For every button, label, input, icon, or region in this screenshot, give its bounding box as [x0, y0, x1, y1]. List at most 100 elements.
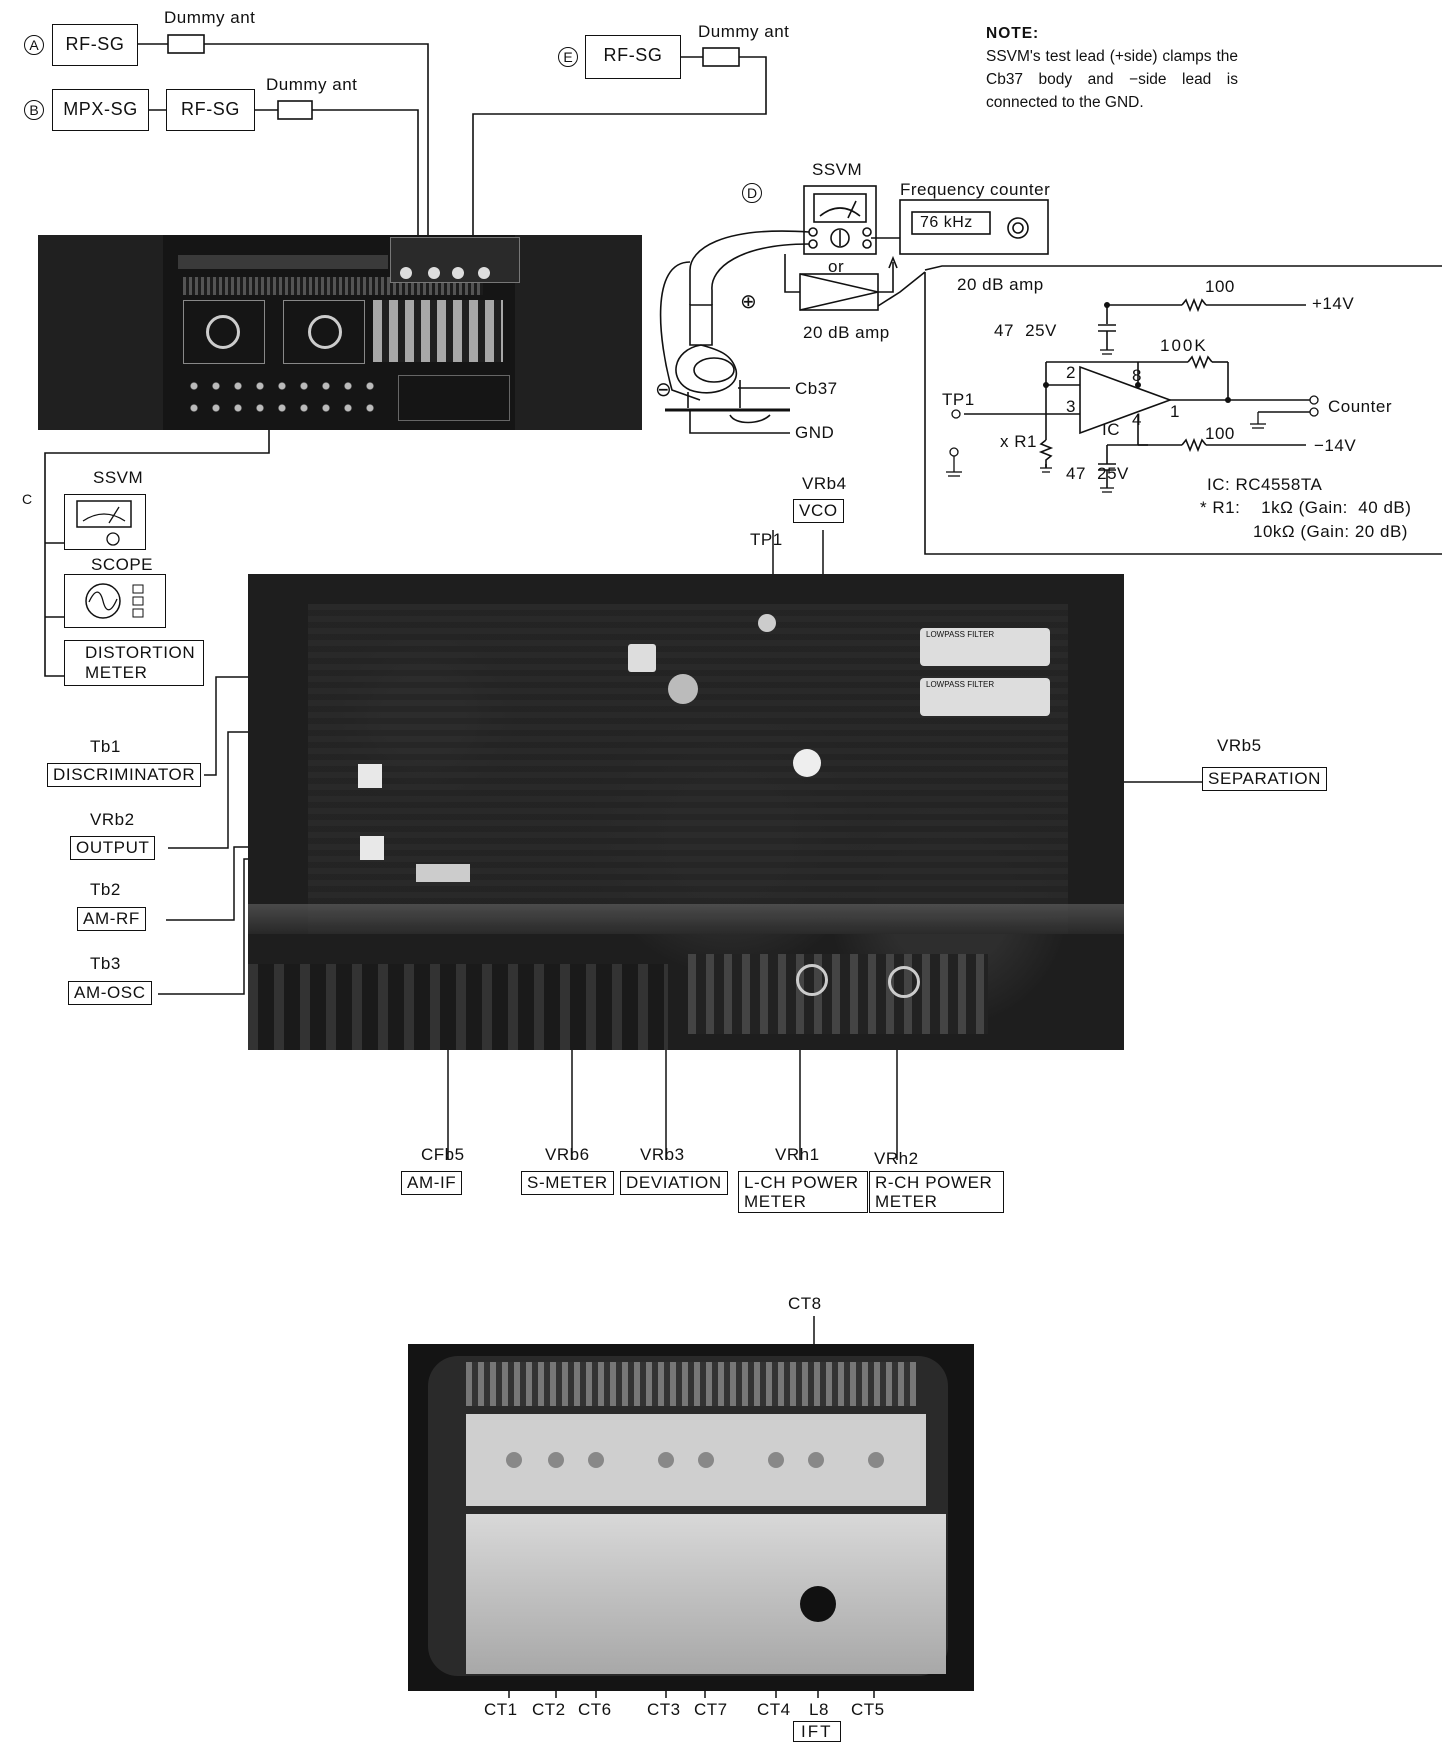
vrh1-power-meter-label: L-CH POWER METER [738, 1171, 868, 1213]
cb37-label: Cb37 [795, 379, 838, 398]
cfb5-ref: CFb5 [421, 1145, 465, 1164]
vrb5-ref: VRb5 [1217, 736, 1262, 755]
rf-sg-b: RF-SG [166, 89, 255, 131]
cap-bottom-label: 47 25V [1066, 464, 1129, 483]
dummy-ant-e-label: Dummy ant [698, 22, 790, 41]
marker-e: E [558, 47, 578, 67]
marker-d: D [742, 183, 762, 203]
wire-harness [248, 904, 1124, 934]
tb2-ref: Tb2 [90, 880, 121, 899]
pin3-label: 3 [1066, 397, 1076, 416]
tb1-ref: Tb1 [90, 737, 121, 756]
circuit-title: 20 dB amp [957, 275, 1044, 294]
amp-label: 20 dB amp [803, 323, 890, 342]
xr1-label: x R1 [1000, 432, 1037, 451]
ift-label: IFT [793, 1721, 841, 1742]
minus-sign: ⊖ [655, 379, 673, 401]
plus-sign: ⊕ [740, 291, 758, 313]
tb1-discriminator-label: DISCRIMINATOR [47, 763, 202, 787]
vrb4-ref: VRb4 [802, 474, 847, 493]
dummy-ant-a-label: Dummy ant [164, 8, 256, 27]
left-handle [38, 235, 163, 430]
rear-panel-photo [38, 235, 642, 430]
vrh1-name-2: METER [744, 1192, 807, 1211]
pin1-label: 1 [1170, 402, 1180, 421]
cap-top-label: 47 25V [994, 321, 1057, 340]
distortion-meter: DISTORTION METER [64, 640, 204, 686]
vrb3-deviation-label: DEVIATION [620, 1171, 728, 1195]
counter-label: Counter [1328, 397, 1392, 416]
marker-c: C [21, 491, 33, 507]
pin2-label: 2 [1066, 363, 1076, 382]
right-handle [515, 235, 642, 430]
lowpass-filter-1-label: LOWPASS FILTER [926, 630, 995, 639]
vrb2-ref: VRb2 [90, 810, 135, 829]
tb1-coil [358, 764, 382, 788]
ssvm-d-label: SSVM [812, 160, 863, 179]
r-fb-value: 100K [1160, 336, 1208, 355]
dummy-ant-a [167, 34, 205, 54]
vrh2-name-1: R-CH POWER [875, 1173, 993, 1192]
ct7-label: CT7 [694, 1700, 728, 1719]
plus14-label: +14V [1312, 294, 1355, 313]
main-board-photo: LOWPASS FILTER LOWPASS FILTER [248, 574, 1124, 1050]
l8-label: L8 [809, 1700, 829, 1719]
scope-label: SCOPE [91, 555, 154, 574]
vrb5-separation-label: SEPARATION [1202, 767, 1328, 791]
rf-sg-a: RF-SG [52, 24, 138, 66]
ssvm-d-meter [803, 185, 877, 255]
ct8-label: CT8 [788, 1294, 822, 1313]
vrb6-ref: VRb6 [545, 1145, 590, 1164]
tb3-ref: Tb3 [90, 954, 121, 973]
tuner-shield [466, 1514, 946, 1674]
ic-type-label: IC: RC4558TA [1207, 475, 1323, 494]
vrb6-s-meter-label: S-METER [521, 1171, 614, 1195]
marker-b: B [24, 100, 44, 120]
note-body: SSVM's test lead (+side) clamps the Cb37… [986, 48, 1238, 111]
l8-core [800, 1586, 836, 1622]
tb3-am-osc-label: AM-OSC [68, 981, 152, 1005]
r-bottom-value: 100 [1205, 424, 1235, 443]
ct6-label: CT6 [578, 1700, 612, 1719]
tp1-circuit-label: TP1 [942, 390, 975, 409]
variable-capacitor [466, 1362, 916, 1406]
distortion-label-2: METER [85, 663, 148, 682]
din-socket-2 [283, 300, 365, 364]
frequency-value: 76 kHz [920, 214, 973, 231]
gnd-label: GND [795, 423, 835, 442]
tb2-am-rf-label: AM-RF [77, 907, 146, 931]
ct3-label: CT3 [647, 1700, 681, 1719]
rf-sg-e: RF-SG [585, 35, 681, 79]
frequency-counter-label: Frequency counter [900, 180, 1051, 199]
pin8-label: 8 [1132, 366, 1142, 385]
opamp-symbol [1079, 365, 1173, 435]
vrh2-name-2: METER [875, 1192, 938, 1211]
rca-jacks [183, 375, 383, 419]
dummy-ant-b [277, 100, 313, 120]
or-label: or [828, 257, 845, 276]
lowpass-filter-2-label: LOWPASS FILTER [926, 680, 995, 689]
cfb5-am-if-label: AM-IF [401, 1171, 463, 1195]
ct5-label: CT5 [851, 1700, 885, 1719]
vrh2-ref: VRh2 [874, 1149, 919, 1168]
tb2-coil [360, 836, 384, 860]
speaker-terminals [373, 300, 503, 362]
pin4-label: 4 [1132, 410, 1142, 429]
scope-screen-icon [85, 583, 144, 619]
ct2-label: CT2 [532, 1700, 566, 1719]
note-heading: NOTE: [986, 25, 1040, 42]
tuner-photo [408, 1344, 974, 1691]
note-block: NOTE: SSVM's test lead (+side) clamps th… [986, 22, 1238, 114]
dummy-ant-b-label: Dummy ant [266, 75, 358, 94]
r1-line2: 10kΩ (Gain: 20 dB) [1253, 522, 1408, 541]
vrb3-ref: VRb3 [640, 1145, 685, 1164]
vrh1-ref: VRh1 [775, 1145, 820, 1164]
ssvm-c [64, 494, 146, 550]
trimmer-strip [466, 1414, 926, 1506]
ct4-label: CT4 [757, 1700, 791, 1719]
lowpass-filter-1: LOWPASS FILTER [920, 628, 1050, 666]
amp-box [799, 273, 879, 311]
mpx-sg-b: MPX-SG [52, 89, 149, 131]
vrb4-vco-label: VCO [793, 499, 844, 523]
marker-a: A [24, 35, 44, 55]
